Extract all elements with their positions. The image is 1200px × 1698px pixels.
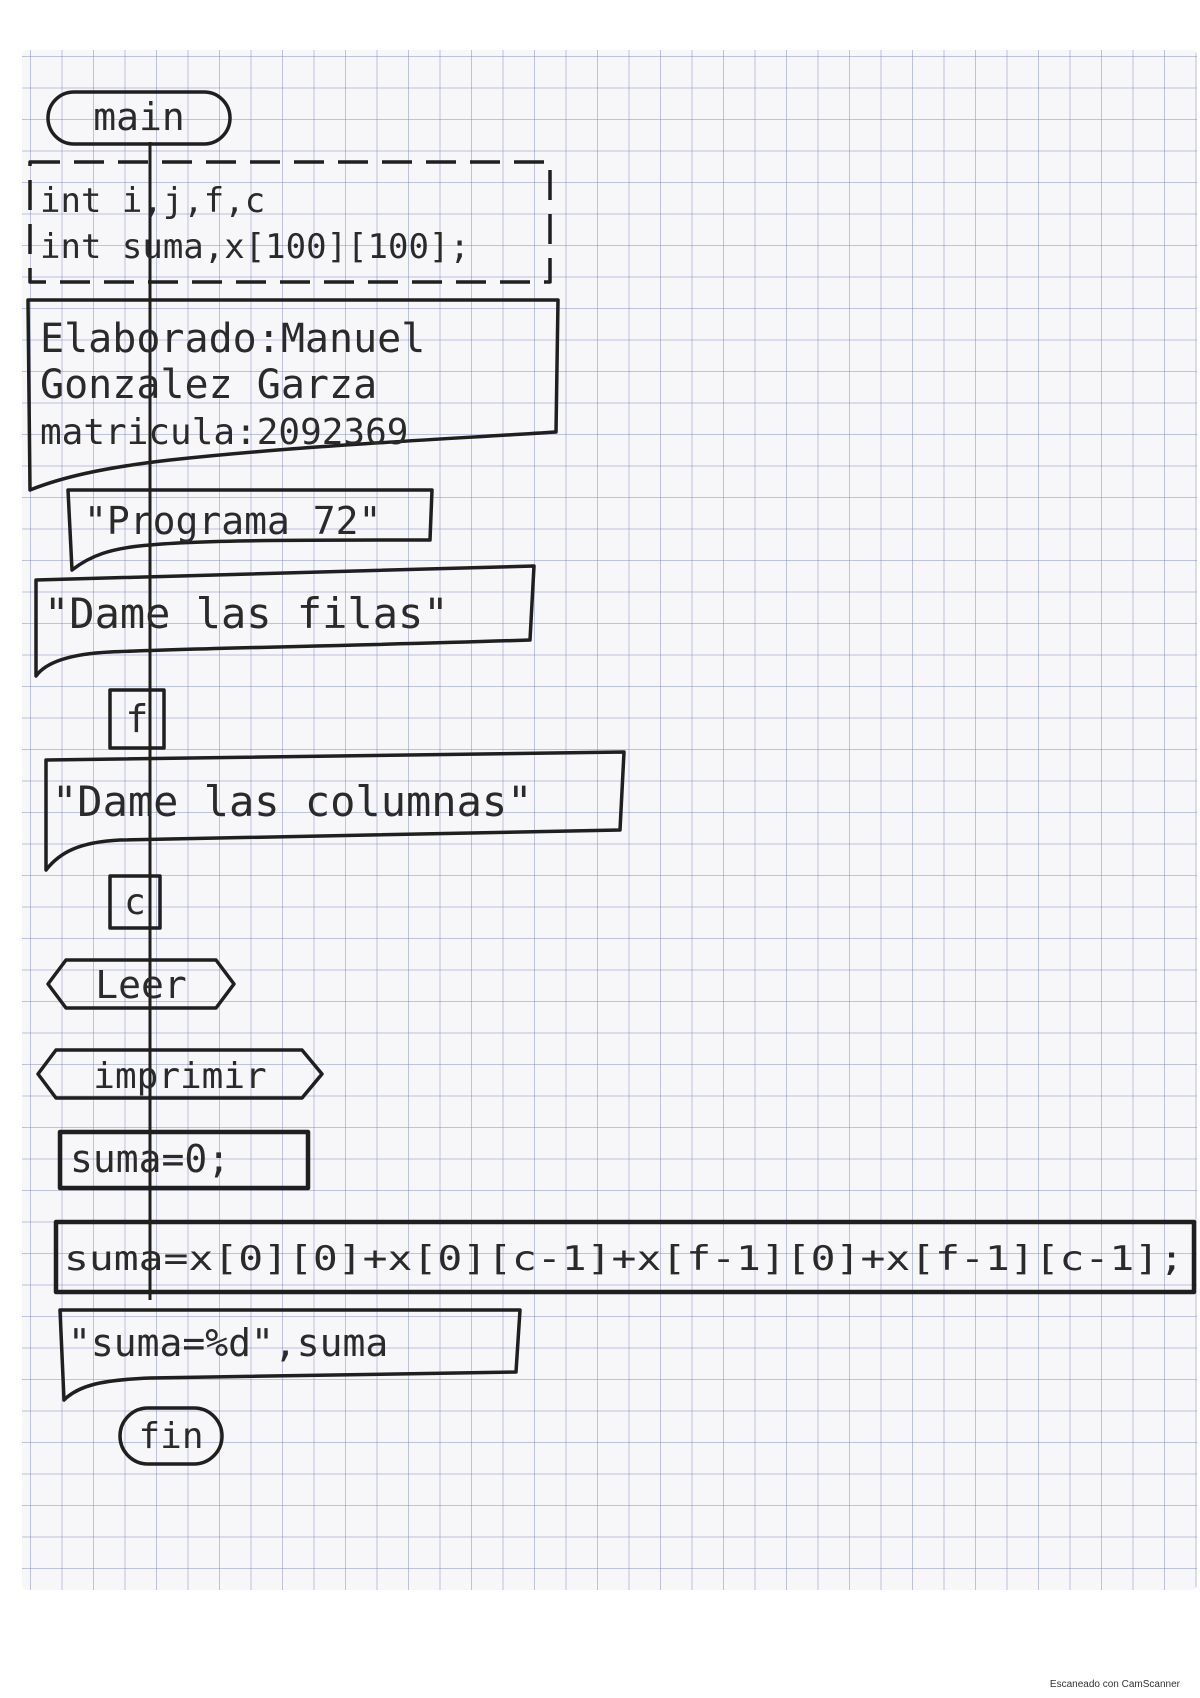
input-cols-box: c — [108, 874, 162, 930]
init-sum-process: suma=0; — [57, 1129, 311, 1191]
declaration-block: int i,j,f,c int suma,x[100][100]; — [28, 160, 552, 284]
read-label: Leer — [95, 963, 187, 1007]
grid-paper — [22, 50, 1197, 1590]
author-line-2: Gonzalez Garza — [40, 362, 377, 408]
output-sum-display: "suma=%d",suma — [58, 1308, 522, 1402]
author-line-3: matricula:2092369 — [40, 412, 408, 453]
prompt-rows-display: "Dame las filas" — [34, 564, 536, 678]
print-hexagon: imprimir — [36, 1048, 324, 1100]
compute-sum-label: suma=x[0][0]+x[0][c-1]+x[f-1][0]+x[f-1][… — [64, 1239, 1184, 1279]
start-label: main — [93, 95, 185, 139]
prompt-cols-display: "Dame las columnas" — [44, 750, 626, 872]
author-line-1: Elaborado:Manuel — [40, 316, 425, 362]
scanner-watermark: Escaneado con CamScanner — [1049, 1679, 1180, 1690]
declaration-line-2: int suma,x[100][100]; — [40, 227, 470, 267]
prompt-cols-label: "Dame las columnas" — [52, 777, 532, 826]
author-document: Elaborado:Manuel Gonzalez Garza matricul… — [26, 298, 560, 492]
prompt-rows-label: "Dame las filas" — [44, 589, 449, 638]
end-terminal: fin — [118, 1406, 224, 1466]
end-label: fin — [138, 1416, 203, 1457]
print-label: imprimir — [93, 1056, 266, 1097]
input-rows-label: f — [126, 697, 149, 741]
read-hexagon: Leer — [46, 958, 236, 1010]
program-output-label: "Programa 72" — [84, 499, 381, 543]
program-output: "Programa 72" — [66, 488, 434, 572]
init-sum-label: suma=0; — [70, 1137, 230, 1181]
input-rows-box: f — [108, 688, 166, 750]
declaration-line-1: int i,j,f,c — [40, 181, 265, 221]
compute-sum-process: suma=x[0][0]+x[0][c-1]+x[f-1][0]+x[f-1][… — [53, 1219, 1197, 1295]
start-terminal: main — [46, 90, 232, 146]
input-cols-label: c — [124, 882, 146, 923]
output-sum-label: "suma=%d",suma — [68, 1321, 388, 1365]
